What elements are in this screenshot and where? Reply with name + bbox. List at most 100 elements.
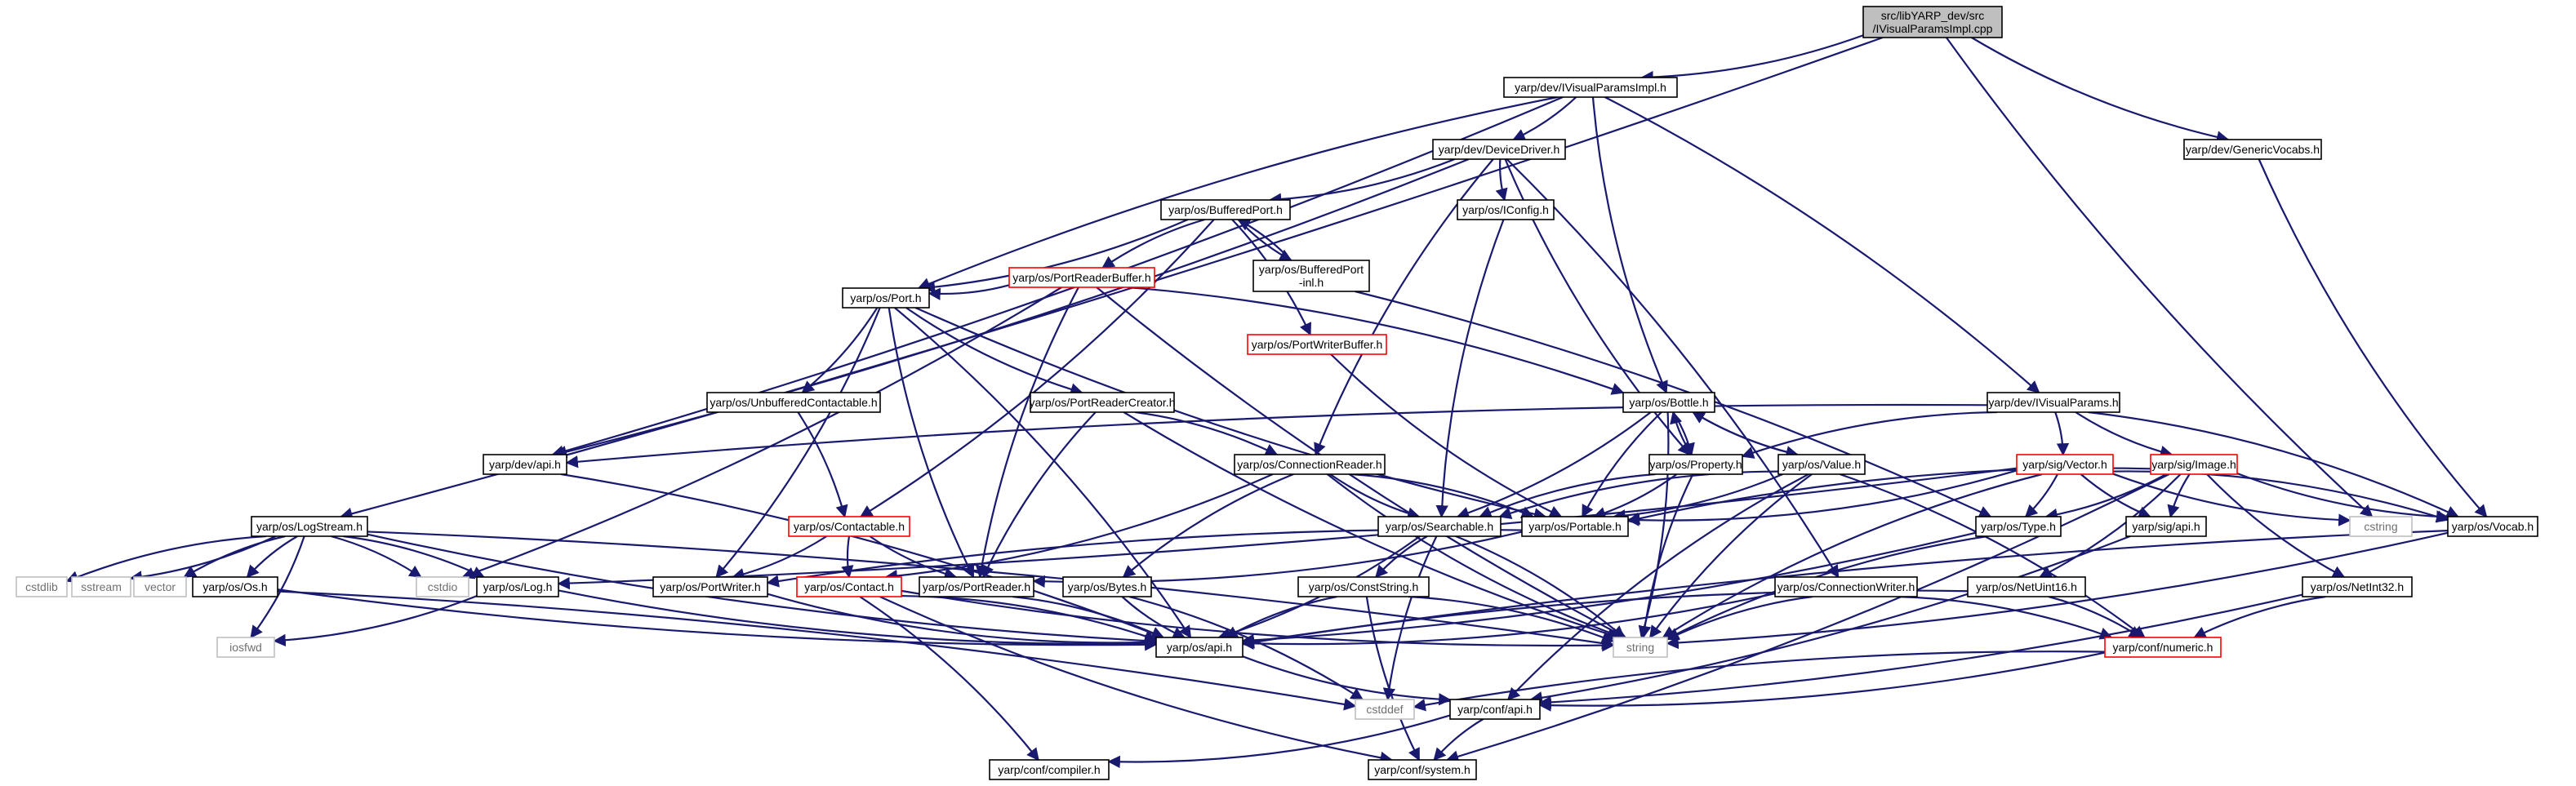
edge-ivisualparamsimpl-to-ivisualparams	[1604, 96, 2040, 394]
node-cstdio[interactable]: cstdio	[416, 576, 469, 597]
node-confsystem[interactable]: yarp/conf/system.h	[1368, 759, 1477, 780]
node-sigvector[interactable]: yarp/sig/Vector.h	[2016, 454, 2114, 475]
edge-sigvector-to-portable	[1626, 469, 2018, 526]
node-osapi[interactable]: yarp/os/api.h	[1155, 637, 1244, 658]
node-vector[interactable]: vector	[133, 576, 187, 597]
node-box	[16, 576, 68, 597]
node-label: yarp/os/Contact.h	[804, 580, 894, 593]
node-label: sstream	[81, 580, 122, 593]
node-conststring[interactable]: yarp/os/ConstString.h	[1297, 576, 1430, 597]
node-portreader[interactable]: yarp/os/PortReader.h	[919, 576, 1034, 597]
edge-property-to-bottle	[1670, 411, 1693, 455]
node-label: yarp/os/PortReader.h	[923, 580, 1030, 593]
node-value[interactable]: yarp/os/Value.h	[1777, 454, 1866, 475]
edge-netint32-to-confnumeric	[2193, 595, 2326, 638]
edge-ivisualparams-to-sigimage	[2075, 411, 2173, 458]
node-port[interactable]: yarp/os/Port.h	[842, 287, 930, 309]
edge-type-to-osapi	[1241, 531, 1977, 647]
node-cstring[interactable]: cstring	[2349, 516, 2413, 537]
node-devapi[interactable]: yarp/dev/api.h	[483, 454, 567, 475]
edge-root-to-ivisualparamsimpl	[1640, 34, 1864, 84]
node-label: yarp/os/Value.h	[1782, 458, 1861, 471]
edge-ivisualparamsimpl-to-port	[917, 95, 1559, 290]
node-label: yarp/os/Contactable.h	[794, 520, 905, 533]
node-label: yarp/os/Portable.h	[1528, 520, 1622, 533]
node-netint32[interactable]: yarp/os/NetInt32.h	[2302, 576, 2413, 597]
node-vocab[interactable]: yarp/os/Vocab.h	[2447, 516, 2538, 537]
node-confapi[interactable]: yarp/conf/api.h	[1449, 699, 1541, 720]
node-iconfig[interactable]: yarp/os/IConfig.h	[1457, 199, 1555, 220]
node-label: yarp/conf/api.h	[1457, 703, 1533, 716]
edge-devapi-to-osapi	[561, 473, 1165, 640]
node-connectionwriter[interactable]: yarp/os/ConnectionWriter.h	[1774, 576, 1918, 597]
node-cstddef[interactable]: cstddef	[1355, 699, 1415, 720]
node-cstdlib[interactable]: cstdlib	[16, 576, 68, 597]
edge-bufferedportinl-to-bufferedport	[1237, 219, 1292, 261]
node-box	[2349, 516, 2413, 537]
edge-logstream-to-cstdlib	[65, 535, 266, 584]
edge-searchable-to-cstddef	[1382, 535, 1438, 701]
node-confcompiler[interactable]: yarp/conf/compiler.h	[989, 759, 1110, 780]
edge-conststring-to-string	[1408, 595, 1615, 643]
node-bytes[interactable]: yarp/os/Bytes.h	[1062, 576, 1152, 597]
node-label: yarp/dev/DeviceDriver.h	[1439, 143, 1560, 156]
node-os[interactable]: yarp/os/Os.h	[192, 576, 278, 597]
node-box	[1975, 516, 2062, 537]
node-label: vector	[145, 580, 176, 593]
node-bufferedportinl[interactable]: yarp/os/BufferedPort-inl.h	[1252, 260, 1370, 292]
node-box	[1457, 199, 1555, 220]
node-contactable[interactable]: yarp/os/Contactable.h	[788, 516, 910, 537]
node-box	[2183, 139, 2322, 160]
node-box	[1377, 516, 1502, 537]
node-bufferedport[interactable]: yarp/os/BufferedPort.h	[1160, 199, 1291, 220]
node-property[interactable]: yarp/os/Property.h	[1648, 454, 1743, 475]
node-string[interactable]: string	[1613, 637, 1668, 658]
edge-log-to-iosfwd	[273, 595, 478, 647]
edge-sigimage-to-sigapi	[2167, 473, 2191, 518]
edges-layer	[65, 34, 2488, 769]
node-confnumeric[interactable]: yarp/conf/numeric.h	[2104, 637, 2222, 658]
node-label: yarp/os/Property.h	[1649, 458, 1742, 471]
node-portreaderbuffer[interactable]: yarp/os/PortReaderBuffer.h	[1008, 267, 1155, 288]
node-box	[1252, 260, 1370, 292]
node-contact[interactable]: yarp/os/Contact.h	[796, 576, 902, 597]
edge-ivisualparamsimpl-to-devicedriver	[1512, 96, 1577, 141]
node-box	[1521, 516, 1629, 537]
edge-portreaderbuffer-to-port	[928, 284, 1010, 300]
node-netuint16[interactable]: yarp/os/NetUint16.h	[1967, 576, 2086, 597]
node-ivisualparams[interactable]: yarp/dev/IVisualParams.h	[1987, 392, 2120, 413]
node-bottle[interactable]: yarp/os/Bottle.h	[1622, 392, 1715, 413]
node-box	[251, 516, 368, 537]
node-portwriter[interactable]: yarp/os/PortWriter.h	[652, 576, 768, 597]
node-iosfwd[interactable]: iosfwd	[216, 637, 275, 658]
node-log[interactable]: yarp/os/Log.h	[476, 576, 559, 597]
node-searchable[interactable]: yarp/os/Searchable.h	[1377, 516, 1502, 537]
node-sigapi[interactable]: yarp/sig/api.h	[2125, 516, 2207, 537]
node-portable[interactable]: yarp/os/Portable.h	[1521, 516, 1629, 537]
edge-logstream-to-osapi	[367, 533, 1158, 647]
edge-netuint16-to-osapi	[1241, 589, 1969, 649]
node-root[interactable]: src/libYARP_dev/src/IVisualParamsImpl.cp…	[1862, 6, 2003, 38]
node-portwriterbuffer[interactable]: yarp/os/PortWriterBuffer.h	[1247, 334, 1387, 355]
node-box	[1774, 576, 1918, 597]
node-label: yarp/os/Searchable.h	[1386, 520, 1493, 533]
edge-portreaderbuffer-to-bottle	[1128, 286, 1625, 395]
node-connectionreader[interactable]: yarp/os/ConnectionReader.h	[1234, 454, 1386, 475]
node-portreadercreator[interactable]: yarp/os/PortReaderCreator.h	[1030, 392, 1176, 413]
node-sstream[interactable]: sstream	[71, 576, 131, 597]
edge-property-to-searchable	[1479, 473, 1656, 518]
node-genericvocabs[interactable]: yarp/dev/GenericVocabs.h	[2183, 139, 2322, 160]
node-box	[1777, 454, 1866, 475]
edge-port-to-portable	[914, 306, 1547, 521]
node-logstream[interactable]: yarp/os/LogStream.h	[251, 516, 368, 537]
node-devicedriver[interactable]: yarp/dev/DeviceDriver.h	[1432, 139, 1566, 160]
edge-sigvector-to-cstring	[2112, 473, 2351, 526]
node-label: yarp/conf/compiler.h	[998, 763, 1100, 776]
node-ivisualparamsimpl[interactable]: yarp/dev/IVisualParamsImpl.h	[1503, 77, 1678, 98]
node-unbufferedcontactable[interactable]: yarp/os/UnbufferedContactable.h	[706, 392, 881, 413]
node-sigimage[interactable]: yarp/sig/Image.h	[2150, 454, 2238, 475]
node-box	[1030, 392, 1175, 413]
node-type[interactable]: yarp/os/Type.h	[1975, 516, 2062, 537]
edge-sigvector-to-type	[2024, 473, 2058, 518]
edge-bottle-to-string	[1638, 411, 1670, 639]
